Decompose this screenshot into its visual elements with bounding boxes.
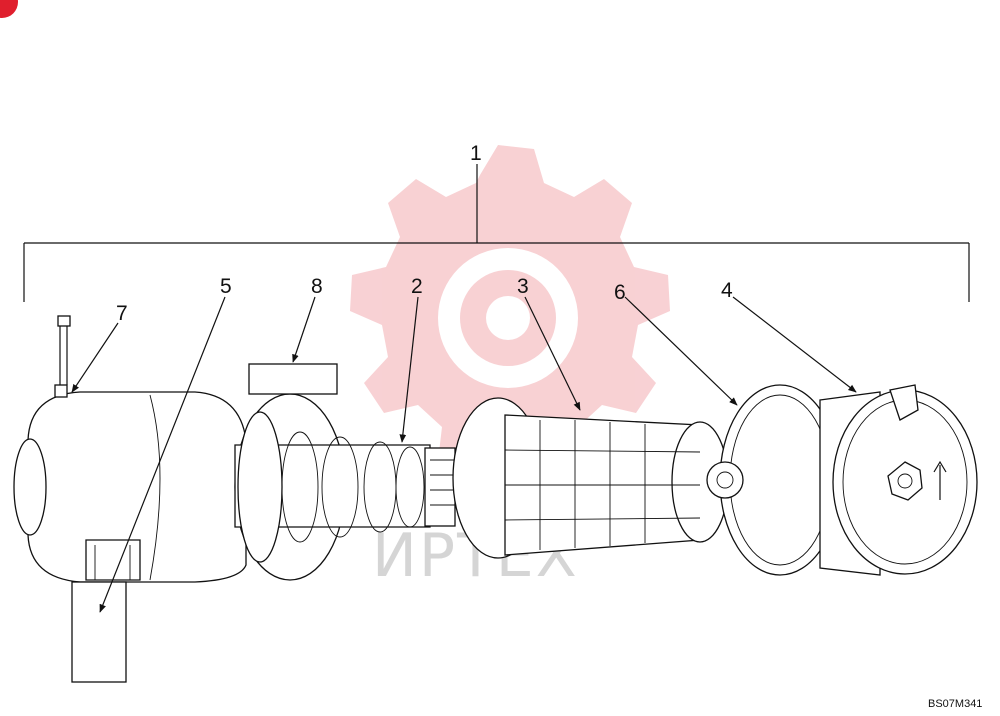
reference-code: BS07M341 bbox=[928, 698, 982, 710]
callout-5: 5 bbox=[220, 275, 232, 298]
secondary-filter-element-part bbox=[452, 397, 729, 559]
assembly-bracket bbox=[23, 164, 970, 302]
callout-3: 3 bbox=[517, 275, 529, 298]
corner-badge-icon bbox=[0, 0, 18, 18]
filter-housing-part bbox=[13, 315, 346, 683]
callout-1: 1 bbox=[470, 142, 482, 165]
callout-7: 7 bbox=[116, 302, 128, 325]
callout-4: 4 bbox=[721, 279, 733, 302]
callout-2: 2 bbox=[411, 275, 423, 298]
end-cover-part bbox=[819, 384, 978, 576]
callout-6: 6 bbox=[614, 281, 626, 304]
callout-8: 8 bbox=[311, 275, 323, 298]
leader-lines bbox=[71, 296, 857, 613]
primary-filter-element-part bbox=[234, 411, 456, 563]
watermark-gear-icon bbox=[350, 145, 670, 475]
